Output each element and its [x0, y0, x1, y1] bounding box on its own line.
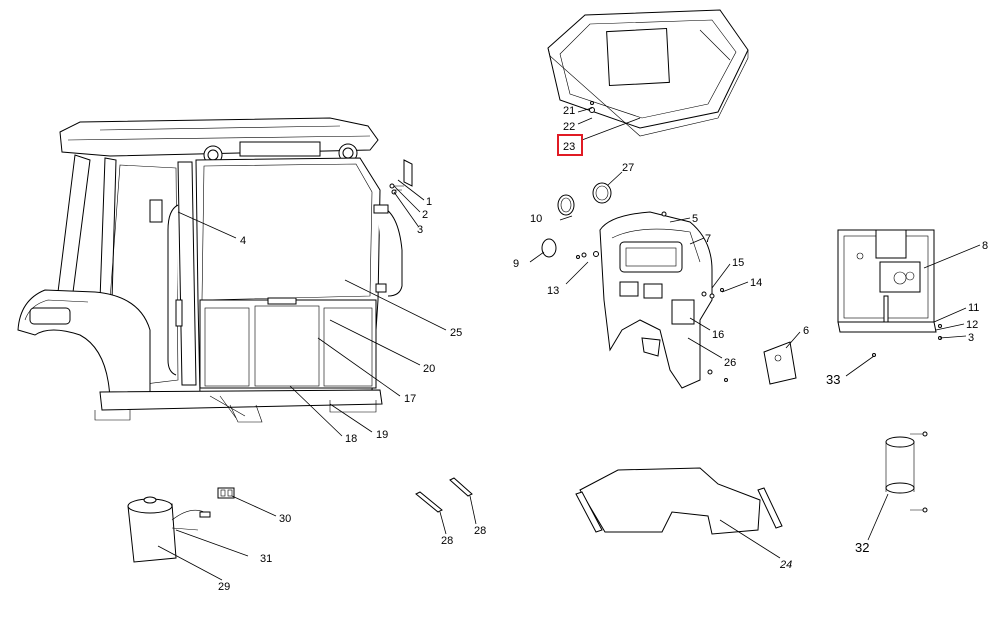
selected-callout-highlight	[557, 134, 583, 156]
callout-33[interactable]: 33	[826, 372, 840, 387]
callout-28-right[interactable]: 28	[474, 525, 486, 537]
callout-3[interactable]: 3	[417, 224, 423, 236]
callout-labels: 1 2 3 4 25 20 17 18 19 21 22 23 10 27 9 …	[218, 105, 988, 593]
callout-19[interactable]: 19	[376, 429, 388, 441]
callout-2[interactable]: 2	[422, 209, 428, 221]
callout-15[interactable]: 15	[732, 257, 744, 269]
callout-5[interactable]: 5	[692, 213, 698, 225]
callout-30[interactable]: 30	[279, 513, 291, 525]
callout-4[interactable]: 4	[240, 235, 246, 247]
callout-3b[interactable]: 3	[968, 332, 974, 344]
callout-1[interactable]: 1	[426, 196, 432, 208]
reservoir-tank	[127, 487, 235, 563]
trim-strips	[415, 477, 473, 513]
rear-panel	[837, 229, 942, 357]
callout-9[interactable]: 9	[513, 258, 519, 270]
leader-lines	[157, 107, 981, 581]
canister-bracket	[885, 431, 928, 513]
callout-31[interactable]: 31	[260, 553, 272, 565]
callout-14[interactable]: 14	[750, 277, 762, 289]
callout-11[interactable]: 11	[968, 302, 979, 314]
callout-21[interactable]: 21	[563, 105, 575, 117]
callout-29[interactable]: 29	[218, 581, 230, 593]
callout-12[interactable]: 12	[966, 319, 978, 331]
callout-7[interactable]: 7	[705, 233, 711, 245]
callout-16[interactable]: 16	[712, 329, 724, 341]
floor-mat	[575, 467, 783, 535]
cover-plate	[763, 341, 797, 385]
callout-13[interactable]: 13	[547, 285, 559, 297]
roof-liner-assembly	[547, 9, 749, 137]
callout-8[interactable]: 8	[982, 240, 988, 252]
callout-28-left[interactable]: 28	[441, 535, 453, 547]
callout-6[interactable]: 6	[803, 325, 809, 337]
callout-18[interactable]: 18	[345, 433, 357, 445]
callout-32[interactable]: 32	[855, 540, 869, 555]
cab-assembly	[17, 117, 413, 423]
callout-25[interactable]: 25	[450, 327, 462, 339]
callout-22[interactable]: 22	[563, 121, 575, 133]
callout-27[interactable]: 27	[622, 162, 634, 174]
callout-20[interactable]: 20	[423, 363, 435, 375]
callout-23[interactable]: 23	[563, 141, 575, 153]
callout-26[interactable]: 26	[724, 357, 736, 369]
callout-24[interactable]: 24	[779, 559, 792, 571]
callout-17[interactable]: 17	[404, 393, 416, 405]
dashboard-console	[576, 211, 728, 389]
grommets	[541, 182, 612, 258]
callout-10[interactable]: 10	[530, 213, 542, 225]
